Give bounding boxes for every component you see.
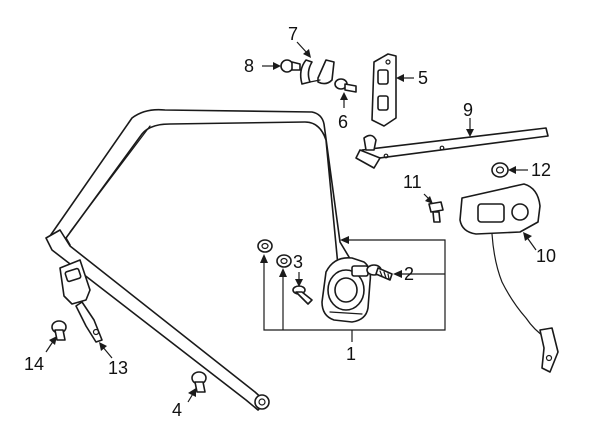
callout-12: 12 [531,160,551,180]
clip-part-7 [299,59,335,85]
callout-1: 1 [346,344,356,364]
bolt-part-3 [292,285,313,305]
washer-large [257,239,273,253]
buckle-part-13 [59,259,103,343]
callout-labels: 1 2 3 4 5 6 7 8 9 10 11 12 13 14 [24,24,556,420]
washer-small [276,254,292,268]
callout-2: 2 [404,264,414,284]
callout-9: 9 [463,100,473,120]
callout-5: 5 [418,68,428,88]
callout-14: 14 [24,354,44,374]
bolt-part-14 [51,320,67,341]
nut-part-12 [491,162,509,178]
callout-8: 8 [244,56,254,76]
bracket-part-5 [371,53,397,127]
leader-lines [45,41,537,403]
screw-part-6 [334,78,357,93]
callout-6: 6 [338,112,348,132]
callout-10: 10 [536,246,556,266]
rail-part-9 [355,127,549,169]
callout-7: 7 [288,24,298,44]
callout-4: 4 [172,400,182,420]
push-pin-part-8 [280,59,301,73]
callout-13: 13 [108,358,128,378]
callout-3: 3 [293,252,303,272]
sensor-module-part-10 [459,183,559,373]
anchor-bolt-part-4 [191,371,207,393]
seat-belt-webbing [45,108,353,411]
stud-part-11 [428,201,444,223]
bolt-part-2 [366,264,393,281]
callout-11: 11 [403,172,422,192]
retractor-assembly [321,256,372,323]
